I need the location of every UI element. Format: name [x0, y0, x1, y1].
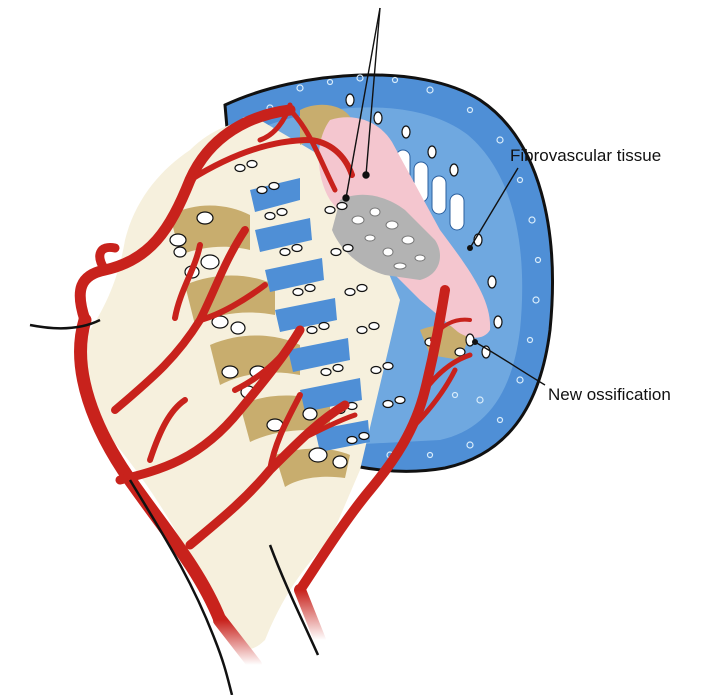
ossification-label: New ossification	[548, 385, 671, 404]
fibrovascular-label: Fibrovascular tissue	[510, 146, 661, 165]
